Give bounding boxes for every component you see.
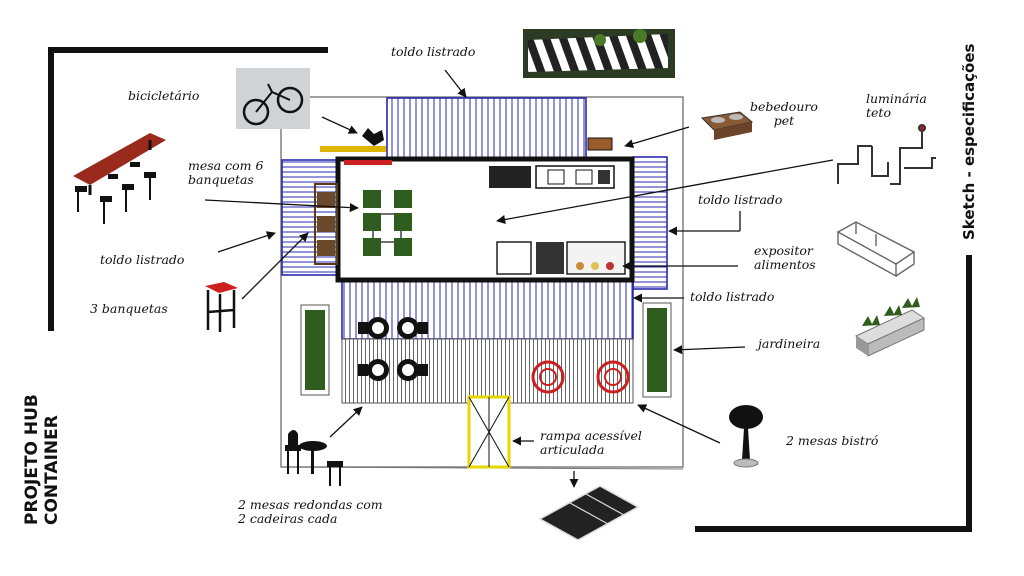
display-case-thumbnail xyxy=(836,221,916,278)
bike-thumbnail xyxy=(236,68,310,129)
label-bebedouro-line2: pet xyxy=(773,113,795,128)
label-toldo-bottom-text: toldo listrado xyxy=(690,289,775,304)
label-expositor-line2: alimentos xyxy=(754,257,816,272)
label-mesa6-line1: mesa com 6 xyxy=(188,158,264,173)
frame-line-top-left-h xyxy=(48,47,328,53)
label-mesa6: mesa com 6 banquetas xyxy=(188,159,263,187)
label-toldo-left: toldo listrado xyxy=(100,253,184,267)
round-table-thumbnail xyxy=(285,430,343,486)
three-stools-counter xyxy=(314,183,338,265)
label-banquetas3: 3 banquetas xyxy=(90,302,168,316)
bistro-tables-plan xyxy=(531,360,630,394)
label-toldo-top: toldo listrado xyxy=(391,45,475,59)
deck-area xyxy=(341,338,634,404)
label-rampa-line2: articulada xyxy=(540,442,605,457)
label-mesa6-line2: banquetas xyxy=(188,172,254,187)
kitchen-counter xyxy=(489,165,615,189)
awning-bottom xyxy=(341,280,634,340)
label-toldo-right-text: toldo listrado xyxy=(698,192,783,207)
planter-box-thumbnail xyxy=(854,297,926,357)
label-bicicletario-text: bicicletário xyxy=(128,88,200,103)
label-toldo-left-text: toldo listrado xyxy=(100,252,185,267)
frame-line-top-left-v xyxy=(48,47,54,331)
label-expositor: expositor alimentos xyxy=(754,244,816,272)
label-toldo-top-text: toldo listrado xyxy=(391,44,476,59)
striped-awning-thumbnail xyxy=(523,29,675,78)
label-luminaria-line2: teto xyxy=(866,105,891,120)
frame-line-right-v xyxy=(966,255,972,532)
ceiling-lamp-thumbnail xyxy=(837,124,936,185)
label-rampa: rampa acessível articulada xyxy=(540,429,642,457)
label-bebedouro-line1: bebedouro xyxy=(750,99,818,114)
bistro-table-thumbnail xyxy=(729,405,763,468)
label-mesas-redondas-line1: 2 mesas redondas com xyxy=(238,497,383,512)
label-jardineira: jardineira xyxy=(758,337,820,351)
label-mesas-bistro: 2 mesas bistró xyxy=(786,434,878,448)
label-rampa-line1: rampa acessível xyxy=(540,428,642,443)
pet-bowl-thumbnail xyxy=(700,111,754,140)
stool-thumbnail xyxy=(205,282,238,332)
ramp-thumbnail xyxy=(538,485,640,541)
planter-left xyxy=(300,304,330,396)
label-bebedouro: bebedouro pet xyxy=(750,100,818,128)
pet-bowl-plan xyxy=(587,137,613,151)
label-mesas-redondas-line2: 2 cadeiras cada xyxy=(238,511,338,526)
label-luminaria: luminária teto xyxy=(866,92,927,120)
label-luminaria-line1: luminária xyxy=(866,91,927,106)
long-table-thumbnail xyxy=(73,133,166,224)
awning-right xyxy=(632,156,668,290)
table-with-six-stools xyxy=(363,190,412,256)
label-toldo-bottom: toldo listrado xyxy=(690,290,774,304)
food-display-counter xyxy=(496,241,626,275)
frame-line-bottom-right-h xyxy=(695,526,972,532)
label-expositor-line1: expositor xyxy=(754,243,813,258)
leader-arrows xyxy=(204,69,834,488)
planter-right xyxy=(642,302,672,398)
label-mesas-bistro-text: 2 mesas bistró xyxy=(786,433,879,448)
label-jardineira-text: jardineira xyxy=(758,336,821,351)
label-bicicletario: bicicletário xyxy=(128,89,199,103)
label-banquetas3-text: 3 banquetas xyxy=(90,301,168,316)
ramp-plan xyxy=(467,395,511,469)
bike-rack-plan xyxy=(320,128,386,152)
outdoor-tables-left xyxy=(358,317,428,381)
label-toldo-right-top: toldo listrado xyxy=(698,193,782,207)
label-mesas-redondas: 2 mesas redondas com 2 cadeiras cada xyxy=(238,498,383,526)
awning-top xyxy=(386,97,587,159)
